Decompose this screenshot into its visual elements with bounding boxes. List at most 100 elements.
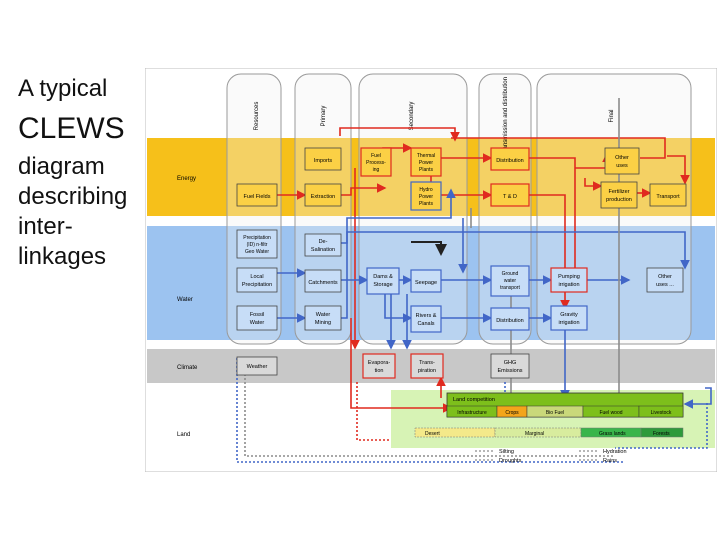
- water-mining-box: Water Mining: [304, 305, 342, 331]
- svg-text:Fossil: Fossil: [250, 312, 264, 318]
- svg-text:Plants: Plants: [419, 201, 433, 207]
- svg-text:Mining: Mining: [315, 320, 331, 326]
- slide-title: A typical CLEWS diagram describing inter…: [18, 72, 148, 272]
- svg-text:Power: Power: [419, 160, 434, 166]
- desalination-box: De- Salination: [304, 233, 342, 257]
- other-uses-energy-box: Other uses: [604, 147, 640, 175]
- other-uses-water-box: Other uses ...: [646, 267, 684, 293]
- clews-diagram: Resources Primary Secondary Transmission…: [145, 68, 717, 472]
- svg-text:De-: De-: [319, 239, 328, 245]
- local-precipitation-box: Local Precipitation: [236, 267, 278, 293]
- imports-box: Imports: [304, 147, 342, 171]
- svg-text:Pumping: Pumping: [558, 274, 580, 280]
- legend-rains: Rains: [603, 458, 617, 464]
- svg-text:Storage: Storage: [373, 282, 392, 288]
- svg-text:Distribution: Distribution: [496, 318, 524, 324]
- precipitation-ground-water-box: Precipitation (ID) n-filtr Geo Water: [236, 229, 278, 259]
- fertilizer-production-box: Fertilizer production: [600, 181, 638, 209]
- svg-text:Fuel: Fuel: [371, 153, 381, 159]
- svg-text:tion: tion: [375, 368, 384, 374]
- hydration-loop: [615, 403, 708, 449]
- catchments-box: Catchments: [304, 269, 342, 293]
- title-line-3: diagram: [18, 153, 105, 180]
- svg-text:Gravity: Gravity: [560, 312, 578, 318]
- main-flow: [411, 241, 447, 256]
- title-line-1: A typical: [18, 75, 108, 102]
- svg-text:Ground: Ground: [502, 271, 519, 277]
- land-segment-bio-fuel: Bio Fuel: [546, 410, 564, 416]
- land-segment-livestock: Livestock: [651, 410, 672, 416]
- land-segment-crops: Crops: [505, 410, 519, 416]
- svg-text:Dams &: Dams &: [373, 274, 393, 280]
- svg-text:Thermal: Thermal: [417, 153, 435, 159]
- evaporation-box: Evapora- tion: [362, 353, 396, 379]
- energy-flow: [667, 155, 690, 185]
- fuel-fields-box: Fuel Fields: [236, 183, 278, 207]
- svg-text:transport: transport: [500, 285, 520, 291]
- svg-text:Precipitation: Precipitation: [243, 235, 271, 241]
- svg-text:Weather: Weather: [247, 364, 268, 370]
- svg-text:uses: uses: [616, 163, 628, 169]
- rain-loop: [236, 358, 625, 463]
- band-label-land: Land: [177, 432, 190, 438]
- title-line-5: inter-: [18, 213, 73, 240]
- t-and-d-box: T & D: [490, 183, 530, 207]
- svg-text:Plants: Plants: [419, 167, 433, 173]
- land-scale-desert: Desert: [425, 431, 440, 437]
- svg-text:Water: Water: [316, 312, 331, 318]
- energy-flow: [584, 178, 603, 191]
- weather-box: Weather: [236, 356, 278, 376]
- extraction-box: Extraction: [304, 183, 342, 207]
- legend-silting: Silting: [499, 449, 514, 455]
- svg-text:production: production: [606, 197, 632, 203]
- transport-box: Transport: [649, 183, 687, 207]
- column-label-primary: Primary: [321, 106, 327, 127]
- distribution-energy-box: Distribution: [490, 147, 530, 171]
- fuel-processing-box: Fuel Process- ing: [360, 147, 392, 177]
- gravity-irrigation-box: Gravity irrigation: [550, 305, 588, 331]
- svg-text:irrigation: irrigation: [558, 282, 579, 288]
- svg-text:Fuel Fields: Fuel Fields: [244, 194, 271, 200]
- ghg-emissions-box: GHG Emissions: [490, 353, 530, 379]
- svg-text:Emissions: Emissions: [497, 368, 522, 374]
- title-line-6: linkages: [18, 243, 107, 270]
- svg-text:water: water: [504, 278, 517, 284]
- energy-flow: [451, 137, 666, 159]
- svg-text:Extraction: Extraction: [311, 194, 335, 200]
- column-label-resources: Resources: [254, 102, 260, 131]
- energy-flow: [350, 318, 453, 413]
- svg-text:Catchments: Catchments: [308, 280, 338, 286]
- transpiration-box: Trans- piration: [410, 353, 444, 379]
- land-scale-marginal: Marginal: [525, 431, 544, 437]
- svg-text:GHG: GHG: [504, 360, 517, 366]
- svg-text:Water: Water: [250, 320, 265, 326]
- column-label-transmission: Transmission and distribution: [503, 77, 509, 155]
- svg-text:Geo Water: Geo Water: [245, 249, 269, 255]
- svg-text:(ID) n-filtr: (ID) n-filtr: [247, 242, 268, 248]
- thermal-power-plants-box: Thermal Power Plants: [410, 147, 442, 177]
- rivers-canals-box: Rivers & Canals: [410, 305, 442, 333]
- column-label-final: Final: [609, 109, 615, 122]
- land-scale-grass-lands: Grass lands: [599, 431, 626, 437]
- pumping-irrigation-box: Pumping irrigation: [550, 267, 588, 293]
- dams-storage-box: Dams & Storage: [366, 267, 400, 295]
- svg-text:Other: Other: [615, 155, 629, 161]
- svg-text:Hydro: Hydro: [419, 187, 433, 193]
- water-flow: [341, 188, 456, 319]
- water-flow: [683, 387, 712, 409]
- svg-text:Local: Local: [250, 274, 263, 280]
- svg-text:Fertilizer: Fertilizer: [608, 189, 629, 195]
- svg-text:Process-: Process-: [366, 160, 386, 166]
- svg-text:Distribution: Distribution: [496, 158, 524, 164]
- svg-text:Salination: Salination: [311, 247, 335, 253]
- svg-text:Imports: Imports: [314, 158, 333, 164]
- svg-text:Trans-: Trans-: [419, 360, 435, 366]
- land-segments: Infrastructure Crops Bio Fuel Fuel wood …: [446, 405, 684, 418]
- band-label-climate: Climate: [177, 365, 198, 371]
- energy-flow: [339, 127, 460, 142]
- land-scale-bar: Desert Marginal Grass lands Forests: [414, 427, 684, 438]
- svg-text:Canals: Canals: [417, 321, 434, 327]
- svg-text:irrigation: irrigation: [558, 320, 579, 326]
- svg-text:Power: Power: [419, 194, 434, 200]
- hydro-power-plants-box: Hydro Power Plants: [410, 181, 442, 211]
